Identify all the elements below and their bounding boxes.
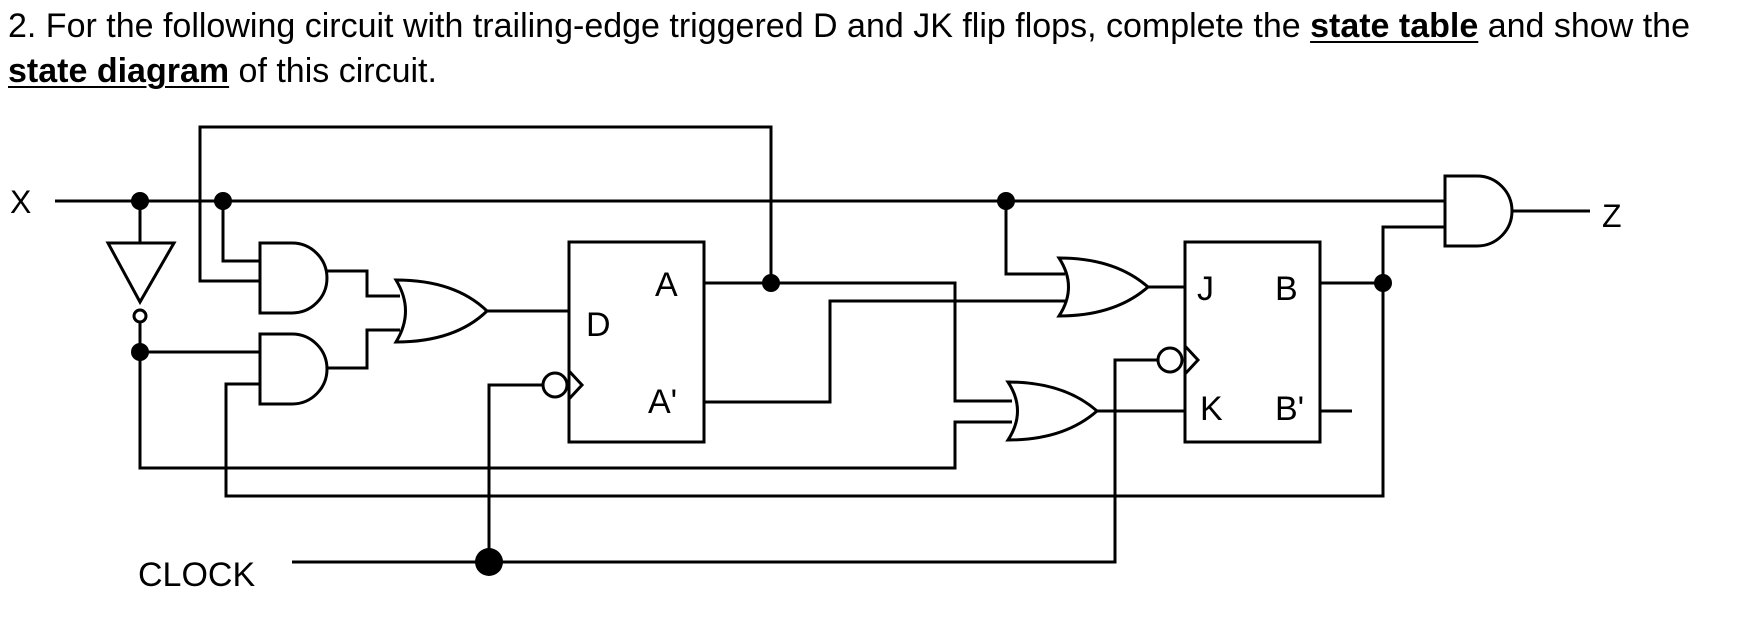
junction-b <box>1374 274 1392 292</box>
question-number: 2. <box>8 7 37 45</box>
and-gate-1 <box>258 241 329 315</box>
d-q-label: A <box>655 266 678 304</box>
d-flip-flop-clock-triangle <box>567 369 585 401</box>
wire-clock-to-dff <box>487 383 543 562</box>
junction-x-or2 <box>997 192 1015 210</box>
junction-a <box>762 274 780 292</box>
wire-x-to-and1 <box>221 201 260 263</box>
wire-clock-main <box>292 358 1158 564</box>
junctions <box>131 192 1392 576</box>
question-text: 2. For the following circuit with traili… <box>8 4 1708 94</box>
output-z-label: Z <box>1602 198 1622 234</box>
jk-q-label: B <box>1275 270 1298 308</box>
wire-x-to-or2 <box>1004 201 1065 276</box>
junction-x-and1 <box>214 192 232 210</box>
wire-and2-to-or1 <box>327 328 400 370</box>
or-gate-2 <box>1056 256 1151 318</box>
or-gate-1 <box>393 278 490 344</box>
question-text-middle: and show the <box>1478 7 1690 45</box>
d-flip-flop-clock-bubble <box>541 371 569 399</box>
jk-flip-flop-clock-bubble <box>1156 346 1184 374</box>
wire-anot-output <box>704 299 1065 404</box>
junction-x-inverter <box>131 192 149 210</box>
question-text-before: For the following circuit with trailing-… <box>36 7 1311 45</box>
not-gate-bubble <box>132 308 148 324</box>
junction-clock <box>475 548 503 576</box>
d-flip-flop: D A A' <box>541 240 706 444</box>
wire-xnot-bus <box>138 312 1012 470</box>
jk-qbar-label: B' <box>1275 390 1304 428</box>
wire-a-output <box>704 281 1012 403</box>
input-x-label: X <box>10 184 31 220</box>
d-flip-flop-body <box>567 240 706 444</box>
jk-flip-flop-clock-triangle <box>1183 344 1201 376</box>
question-text-after: of this circuit. <box>229 52 437 90</box>
not-gate-body <box>105 241 177 306</box>
state-diagram-emphasis: state diagram <box>8 52 230 90</box>
not-gate <box>105 241 177 324</box>
k-input-label: K <box>1200 390 1223 428</box>
d-qbar-label: A' <box>648 383 677 421</box>
wire-a-feedback <box>198 125 773 283</box>
wire-b-to-and2 <box>224 283 1385 498</box>
and-gate-2 <box>258 332 329 406</box>
state-table-emphasis: state table <box>1310 7 1479 45</box>
jk-flip-flop-body <box>1183 240 1322 444</box>
j-input-label: J <box>1197 270 1214 308</box>
clock-label: CLOCK <box>138 556 255 594</box>
jk-flip-flop: J K B B' <box>1156 240 1322 444</box>
wires <box>55 125 1590 564</box>
and-gate-output <box>1443 174 1514 248</box>
wire-b-to-and-out <box>1381 225 1445 283</box>
or-gate-3 <box>1005 380 1100 442</box>
junction-xnot <box>131 343 149 361</box>
wire-and1-to-or1 <box>327 269 400 298</box>
d-input-label: D <box>586 306 611 344</box>
